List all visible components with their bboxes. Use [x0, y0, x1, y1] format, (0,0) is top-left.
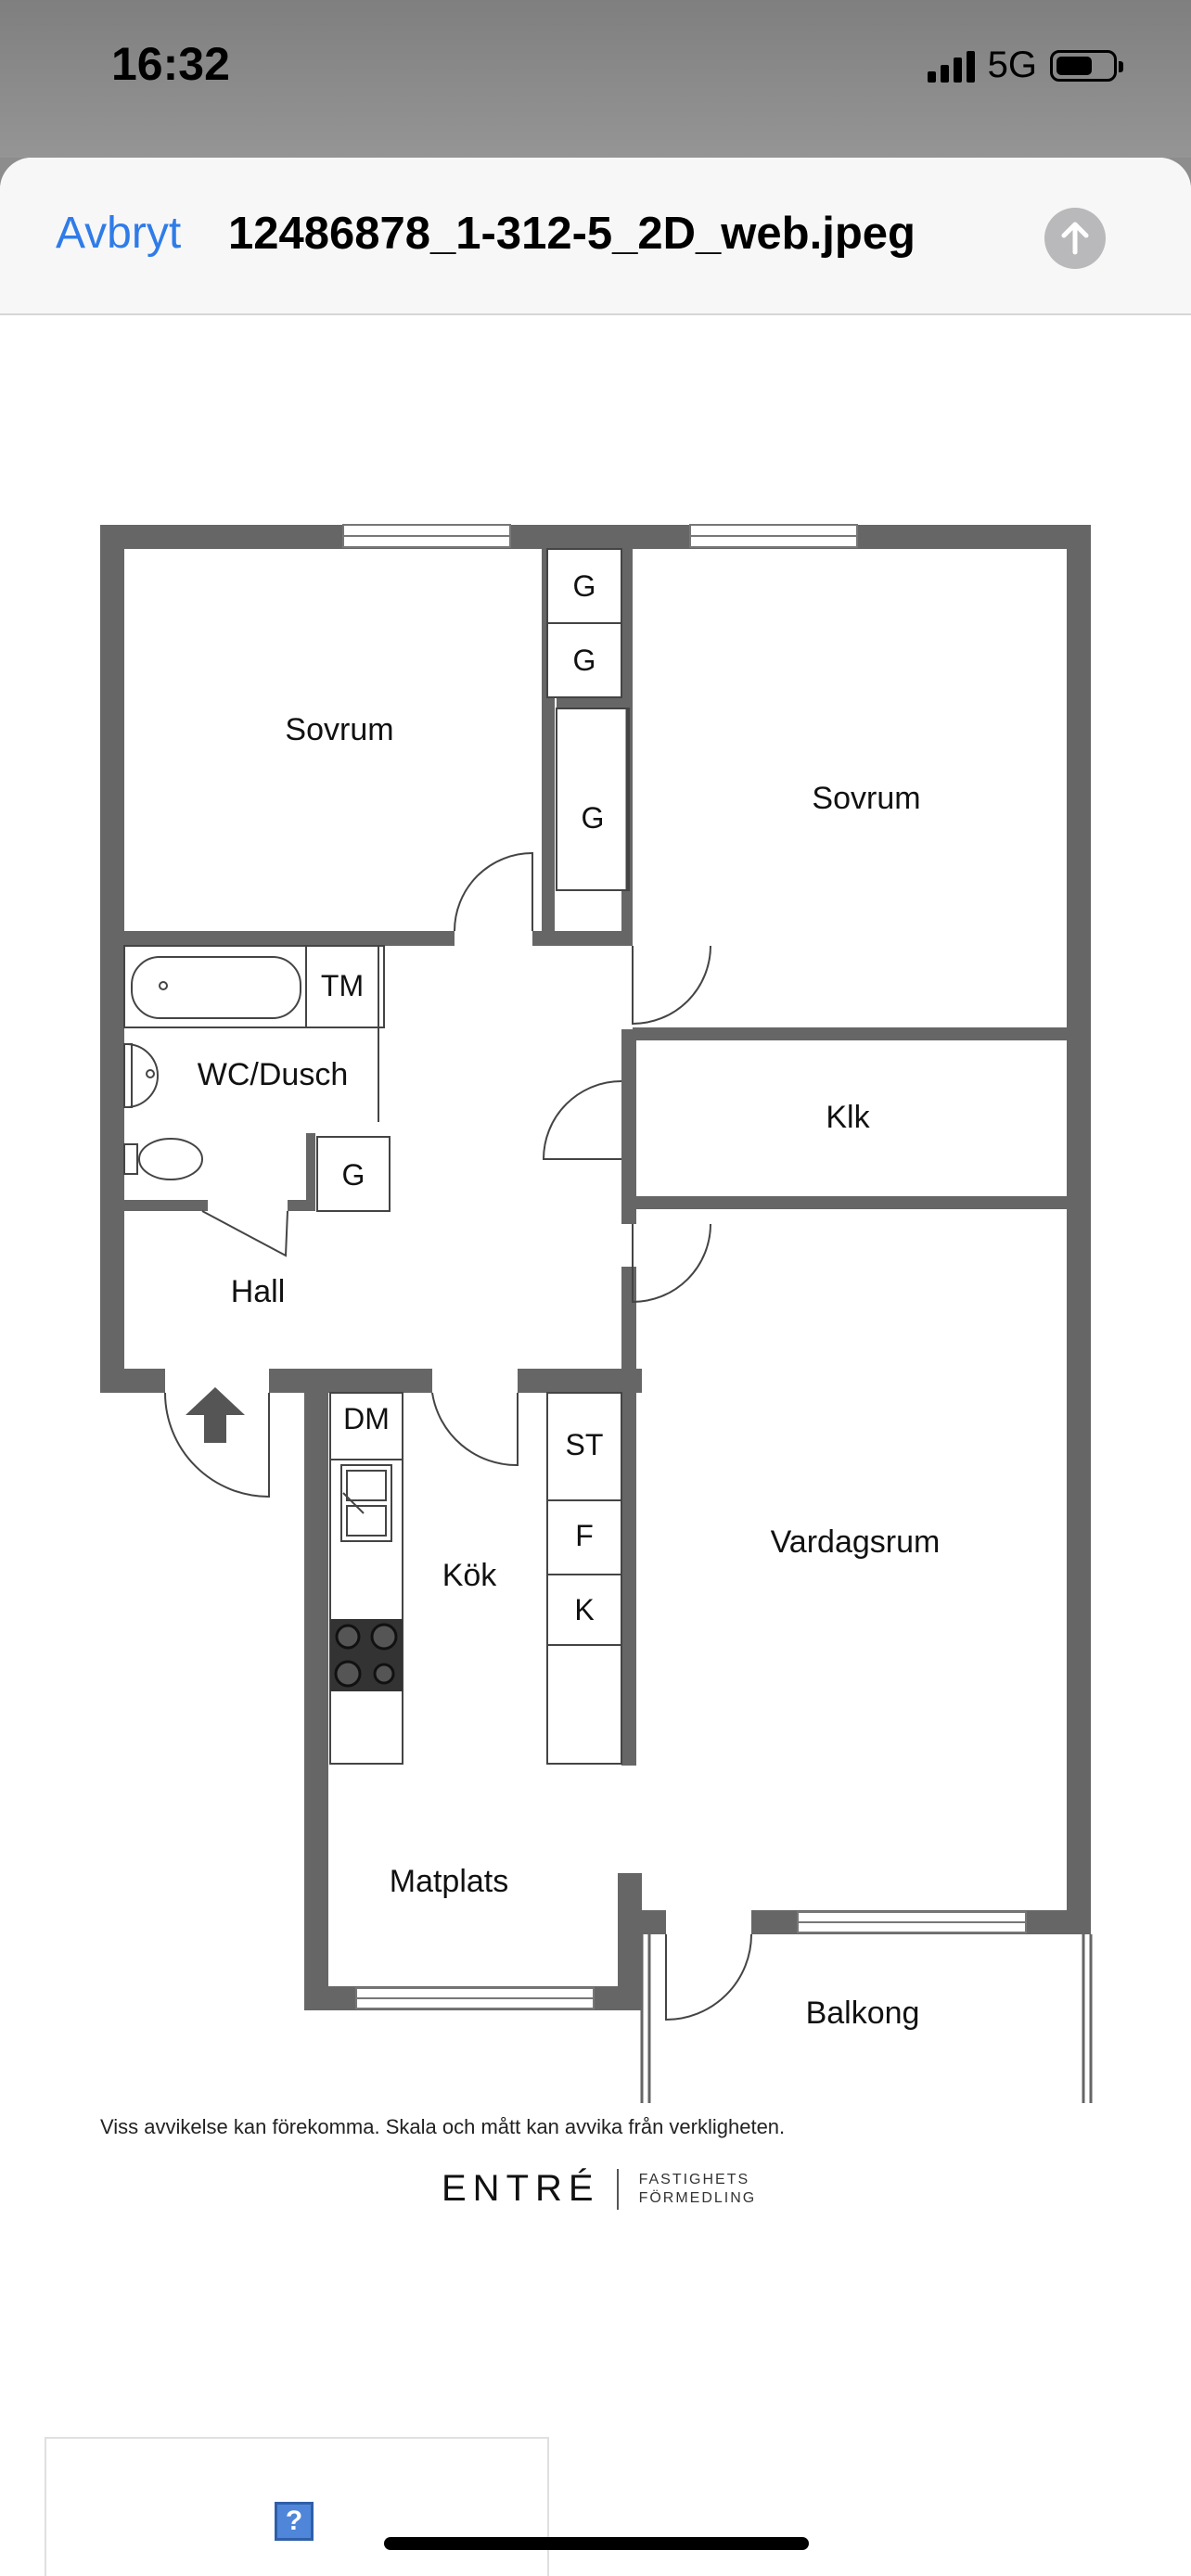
- wardrobe-label-2: G: [573, 644, 596, 677]
- dishwasher-label: DM: [343, 1402, 390, 1435]
- wardrobe-label-hall: G: [342, 1158, 365, 1192]
- bathroom-fixtures: [123, 945, 391, 1212]
- image-preview-sheet: Avbryt 12486878_1-312-5_2D_web.jpeg: [0, 158, 1191, 2576]
- disclaimer-text: Viss avvikelse kan förekomma. Skala och …: [100, 2115, 786, 2138]
- stove-icon: [330, 1619, 403, 1691]
- network-type: 5G: [987, 45, 1037, 85]
- wardrobes: [546, 548, 630, 891]
- brand-subtitle-line-2: FÖRMEDLING: [638, 2189, 757, 2206]
- windows: [342, 524, 1027, 2009]
- washing-machine-label: TM: [321, 969, 364, 1002]
- brand-subtitle: FASTIGHETS FÖRMEDLING: [639, 2171, 757, 2208]
- wardrobe-label-3: G: [582, 801, 605, 835]
- fridge-label: K: [574, 1593, 594, 1626]
- room-label-bedroom-right: Sovrum: [812, 781, 920, 816]
- room-label-dining: Matplats: [390, 1864, 509, 1899]
- nav-bar: Avbryt 12486878_1-312-5_2D_web.jpeg: [0, 158, 1191, 315]
- home-indicator[interactable]: [384, 2537, 809, 2550]
- doors: [164, 851, 752, 2021]
- share-button[interactable]: [1044, 208, 1106, 269]
- cancel-button[interactable]: Avbryt: [56, 209, 182, 258]
- arrow-up-icon: [1061, 222, 1089, 255]
- room-label-living-room: Vardagsrum: [771, 1524, 941, 1560]
- broken-image-icon: ?: [275, 2502, 314, 2541]
- wardrobe-label-1: G: [573, 569, 596, 603]
- brand-name: ENTRÉ: [442, 2168, 600, 2209]
- brand-divider: [616, 2168, 619, 2210]
- room-label-balcony: Balkong: [806, 1996, 920, 2031]
- image-placeholder: ?: [45, 2437, 549, 2576]
- file-name-title: 12486878_1-312-5_2D_web.jpeg: [228, 209, 916, 259]
- floor-plan: Sovrum Sovrum WC/Dusch Klk Hall Kök Vard…: [100, 524, 1093, 2103]
- status-time: 16:32: [111, 38, 230, 90]
- storage-label: ST: [566, 1428, 604, 1461]
- room-label-bedroom-left: Sovrum: [285, 712, 393, 747]
- kitchen-sink-icon: [340, 1464, 392, 1542]
- room-label-bathroom: WC/Dusch: [198, 1057, 348, 1092]
- bathtub-icon: [131, 956, 301, 1019]
- brand-logo: ENTRÉ FASTIGHETS FÖRMEDLING: [442, 2168, 756, 2210]
- room-label-closet: Klk: [826, 1100, 870, 1135]
- status-bar: 16:32 5G: [0, 0, 1191, 158]
- room-label-hall: Hall: [231, 1274, 286, 1309]
- freezer-label: F: [575, 1519, 594, 1552]
- brand-subtitle-line-1: FASTIGHETS: [638, 2171, 750, 2187]
- room-label-kitchen: Kök: [442, 1558, 498, 1593]
- battery-icon: [1050, 49, 1123, 82]
- status-icons: 5G: [927, 45, 1123, 86]
- toilet-icon: [123, 1138, 203, 1180]
- signal-icon: [927, 49, 975, 83]
- entrance-arrow-icon: [186, 1387, 245, 1443]
- sink-icon: [123, 1043, 159, 1108]
- balcony-outline: [640, 1934, 1093, 2103]
